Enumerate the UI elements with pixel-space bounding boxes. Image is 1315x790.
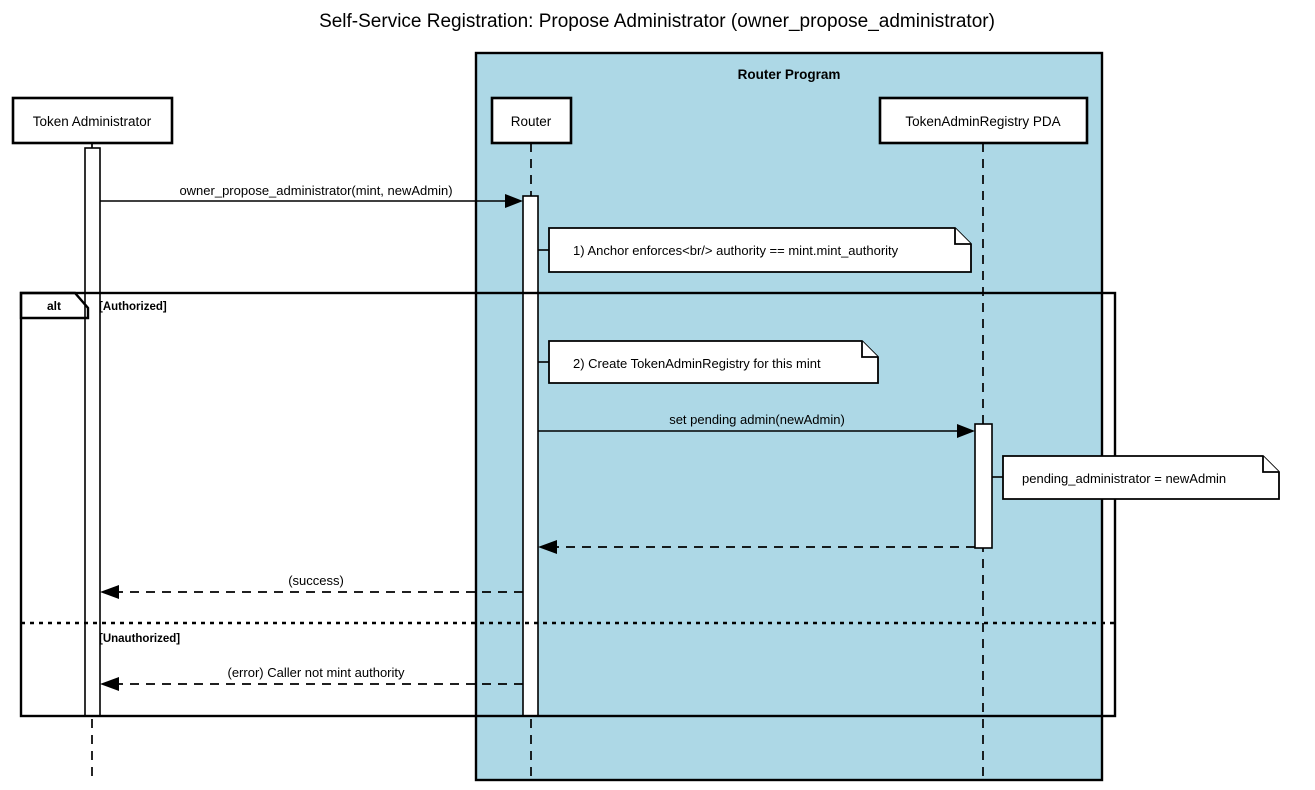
fragment-box-alt [19, 291, 1117, 718]
note-fold-3 [1262, 456, 1279, 473]
fragment-guard-authorized: [Authorized] [99, 301, 167, 313]
note-text-pending-administrator: pending_administrator = newAdmin [1022, 471, 1226, 486]
participant-label-router: Router [511, 114, 552, 129]
participant-box-pda[interactable] [878, 96, 1089, 145]
note-shape-anchor-enforces [548, 227, 972, 273]
fragment-operator-tab [19, 291, 90, 320]
note-text-anchor-enforces: 1) Anchor enforces<br/> authority == min… [573, 243, 899, 258]
arrowhead-message-2 [957, 424, 975, 438]
note-fold-2 [861, 341, 878, 358]
arrowhead-message-1 [505, 194, 523, 208]
message-label-error: (error) Caller not mint authority [228, 665, 405, 680]
arrowhead-message-3 [538, 540, 557, 554]
activation-bar-router [522, 195, 539, 717]
group-box-router-program [474, 51, 1104, 782]
group-box-label: Router Program [738, 67, 841, 82]
message-label-success: (success) [288, 573, 344, 588]
participant-label-pda: TokenAdminRegistry PDA [905, 114, 1060, 129]
arrowhead-message-4 [100, 585, 119, 599]
activation-bar-pda [974, 423, 993, 549]
note-shape-pending-administrator [1002, 455, 1280, 500]
fragment-operator-label: alt [47, 299, 61, 313]
message-label-set-pending-admin: set pending admin(newAdmin) [669, 412, 845, 427]
participant-box-router[interactable] [490, 96, 573, 145]
fragment-guard-unauthorized: [Unauthorized] [99, 633, 180, 645]
diagram-title: Self-Service Registration: Propose Admin… [319, 11, 995, 32]
note-shape-create-registry [548, 340, 879, 384]
participant-box-admin[interactable] [11, 96, 174, 145]
arrowhead-message-5 [100, 677, 119, 691]
message-label-owner-propose-administrator: owner_propose_administrator(mint, newAdm… [179, 183, 452, 198]
note-text-create-registry: 2) Create TokenAdminRegistry for this mi… [573, 356, 821, 371]
participant-label-admin: Token Administrator [33, 114, 152, 129]
activation-bar-admin [84, 147, 101, 717]
note-fold-1 [954, 228, 971, 245]
